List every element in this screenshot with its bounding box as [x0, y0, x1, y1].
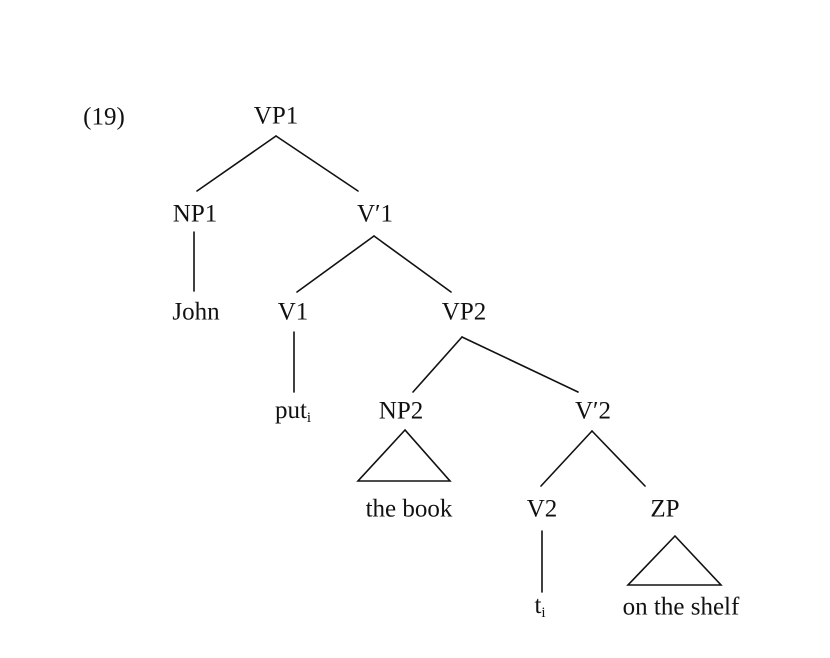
- leaf-put-index: i: [306, 410, 312, 426]
- node-zp: ZP: [650, 495, 680, 523]
- leaf-put-word: put: [274, 397, 307, 424]
- node-vbar1: V′1: [356, 200, 394, 228]
- leaf-on-the-shelf: on the shelf: [622, 593, 740, 621]
- example-number: (19): [83, 103, 125, 131]
- node-v1: V1: [277, 298, 309, 326]
- branch-vp2-np2: [412, 336, 463, 393]
- branch-vp1-np1: [196, 135, 277, 192]
- leaf-put: puti: [275, 398, 311, 426]
- node-v2: V2: [526, 495, 558, 523]
- triangle-np2: [356, 428, 452, 482]
- branch-vp1-vbar1: [275, 135, 359, 192]
- node-vp1: VP1: [253, 102, 299, 130]
- branch-vbar1-v1: [296, 235, 375, 293]
- branch-vbar2-zp: [591, 430, 646, 487]
- node-np2: NP2: [378, 397, 424, 425]
- branch-vbar2-v2: [540, 430, 593, 487]
- leaf-trace: ti: [534, 593, 545, 621]
- leaf-the-book: the book: [365, 495, 453, 523]
- triangle-zp: [626, 534, 723, 586]
- leaf-trace-index: i: [541, 605, 546, 621]
- leaf-john: John: [172, 298, 220, 326]
- node-vbar2: V′2: [574, 397, 612, 425]
- branch-vp2-vbar2: [461, 336, 579, 393]
- node-vp2: VP2: [441, 298, 487, 326]
- leaf-trace-letter: t: [534, 592, 542, 619]
- node-np1: NP1: [172, 200, 218, 228]
- branch-vbar1-vp2: [373, 235, 452, 293]
